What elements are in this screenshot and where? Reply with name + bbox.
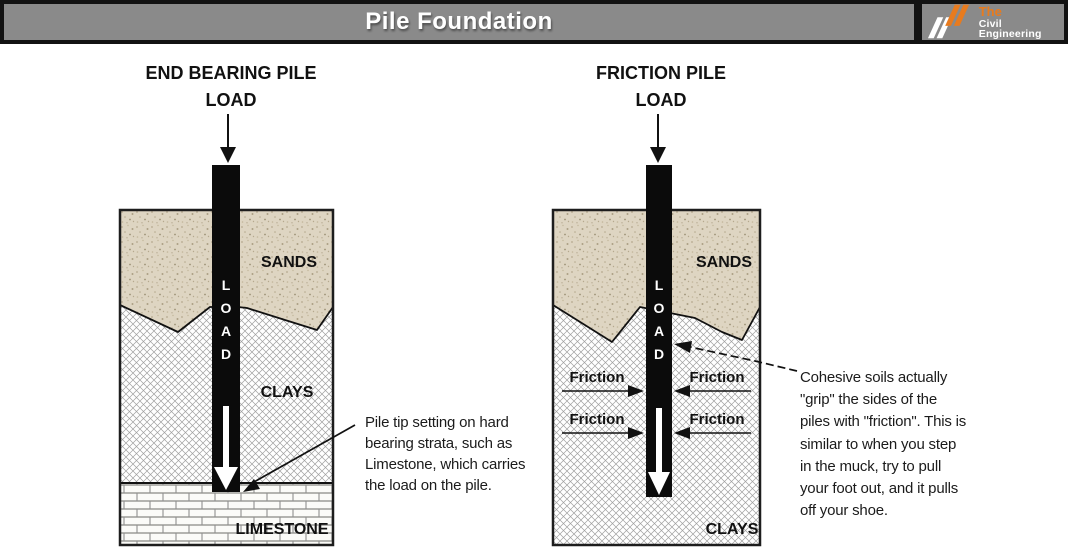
title-bar: Pile Foundation bbox=[0, 0, 918, 44]
left-pile-letter: L bbox=[222, 277, 231, 293]
annotation-line: piles with "friction". This is bbox=[800, 413, 966, 430]
left-pile-letter: O bbox=[221, 300, 232, 316]
right-load-arrow-icon bbox=[650, 114, 666, 163]
right-pile-letter: D bbox=[654, 346, 664, 362]
logo-line2: Civil Engineering bbox=[978, 17, 1042, 40]
left-load-arrow-icon bbox=[220, 114, 236, 163]
left-diagram-title-line2: LOAD bbox=[206, 90, 257, 110]
clays-label: CLAYS bbox=[261, 384, 314, 401]
friction-arrow-icon bbox=[562, 427, 644, 439]
friction-arrow-icon bbox=[674, 385, 751, 397]
annotation-line: Pile tip setting on hard bbox=[365, 414, 509, 431]
right-annotation-text: Cohesive soils actually "grip" the sides… bbox=[800, 369, 966, 519]
left-pile-load-arrow-icon bbox=[214, 406, 238, 490]
left-annotation-leader-icon bbox=[243, 424, 356, 492]
right-pile-load-arrow-icon bbox=[648, 408, 670, 495]
left-sand-clay-boundary bbox=[119, 304, 334, 333]
friction-arrow-icon bbox=[674, 427, 751, 439]
friction-pile-diagram: FRICTION PILE LOAD L O A D SANDS CL bbox=[551, 63, 966, 547]
annotation-line: "grip" the sides of the bbox=[800, 391, 937, 408]
right-sand-clay-boundary bbox=[552, 304, 761, 343]
right-pile-letter: O bbox=[654, 300, 665, 316]
friction-arrow-icon bbox=[562, 385, 644, 397]
logo-line1: The bbox=[978, 3, 1002, 19]
left-limestone-layer bbox=[120, 483, 333, 545]
header-bar: Pile Foundation The Civil Engineering bbox=[0, 0, 1068, 44]
clays-label: CLAYS bbox=[706, 521, 759, 538]
logo-slashes-icon bbox=[927, 4, 970, 39]
left-pile-letter: A bbox=[221, 323, 231, 339]
right-pile-letter: L bbox=[655, 277, 664, 293]
annotation-line: bearing strata, such as bbox=[365, 435, 512, 452]
friction-label: Friction bbox=[690, 369, 745, 386]
annotation-line: off your shoe. bbox=[800, 502, 888, 519]
end-bearing-pile-diagram: END BEARING PILE LOAD L O A D bbox=[118, 63, 525, 547]
logo-text: The Civil Engineering bbox=[979, 5, 1064, 40]
sands-label: SANDS bbox=[696, 254, 752, 271]
annotation-line: similar to when you step bbox=[800, 436, 956, 453]
friction-label: Friction bbox=[690, 411, 745, 428]
left-annotation-text: Pile tip setting on hard bearing strata,… bbox=[365, 414, 525, 494]
left-diagram-title-line1: END BEARING PILE bbox=[145, 63, 316, 83]
brand-logo: The Civil Engineering bbox=[918, 0, 1068, 44]
annotation-line: Cohesive soils actually bbox=[800, 369, 948, 386]
friction-label: Friction bbox=[570, 369, 625, 386]
annotation-line: your foot out, and it pulls bbox=[800, 480, 958, 497]
diagram-canvas: END BEARING PILE LOAD L O A D bbox=[118, 63, 966, 547]
friction-label: Friction bbox=[570, 411, 625, 428]
left-pile-letter: D bbox=[221, 346, 231, 362]
right-diagram-title-line1: FRICTION PILE bbox=[596, 63, 726, 83]
right-pile-letter: A bbox=[654, 323, 664, 339]
page-title: Pile Foundation bbox=[365, 8, 553, 35]
sands-label: SANDS bbox=[261, 254, 317, 271]
annotation-line: in the muck, try to pull bbox=[800, 458, 941, 475]
limestone-label: LIMESTONE bbox=[235, 521, 328, 538]
right-diagram-title-line2: LOAD bbox=[636, 90, 687, 110]
right-annotation-leader-icon bbox=[674, 341, 798, 372]
annotation-line: the load on the pile. bbox=[365, 477, 492, 494]
annotation-line: Limestone, which carries bbox=[365, 456, 525, 473]
